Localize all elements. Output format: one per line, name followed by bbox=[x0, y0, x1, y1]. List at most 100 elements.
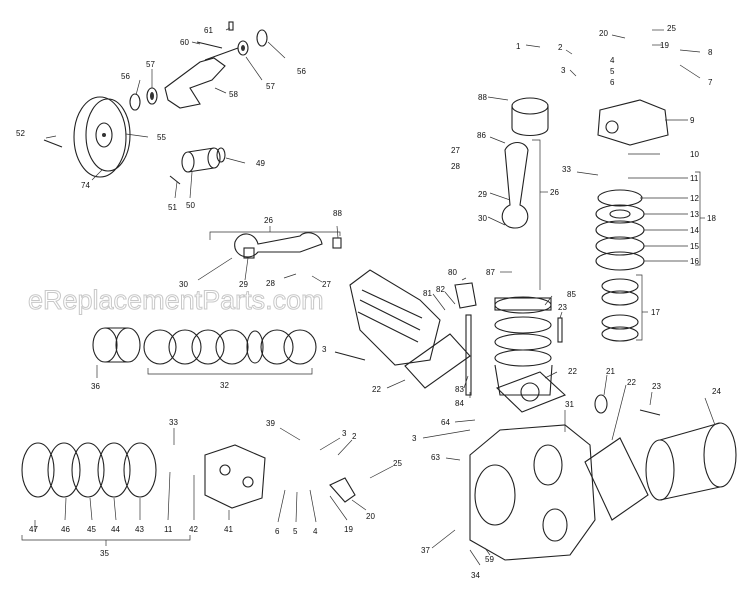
connecting-rod-left bbox=[234, 232, 342, 259]
callout-59: 59 bbox=[485, 555, 494, 564]
callout-87: 87 bbox=[486, 268, 495, 277]
callout-30: 30 bbox=[179, 280, 188, 289]
tube-83 bbox=[465, 314, 472, 396]
screw-51 bbox=[169, 175, 181, 185]
callout-19: 19 bbox=[344, 525, 353, 534]
callout-44: 44 bbox=[111, 525, 120, 534]
callout-25: 25 bbox=[393, 459, 402, 468]
callout-28: 28 bbox=[266, 279, 275, 288]
callout-3: 3 bbox=[342, 429, 347, 438]
callout-8: 8 bbox=[708, 48, 713, 57]
callout-27: 27 bbox=[451, 146, 460, 155]
callout-41: 41 bbox=[224, 525, 233, 534]
callout-21: 21 bbox=[606, 367, 615, 376]
callout-30: 30 bbox=[478, 214, 487, 223]
callout-46: 46 bbox=[61, 525, 70, 534]
pin-61 bbox=[228, 21, 234, 31]
callout-43: 43 bbox=[135, 525, 144, 534]
callout-74: 74 bbox=[81, 181, 90, 190]
callout-11: 11 bbox=[690, 174, 699, 183]
callout-83: 83 bbox=[455, 385, 464, 394]
bearing-56a bbox=[129, 93, 141, 111]
callout-13: 13 bbox=[690, 210, 699, 219]
cylinder-left bbox=[349, 269, 441, 366]
callout-23: 23 bbox=[652, 382, 661, 391]
callout-33: 33 bbox=[562, 165, 571, 174]
callout-58: 58 bbox=[229, 90, 238, 99]
gasket-22b bbox=[495, 371, 567, 413]
callout-34: 34 bbox=[471, 571, 480, 580]
callout-3: 3 bbox=[412, 434, 417, 443]
valve-plate-14 bbox=[595, 220, 645, 240]
callout-80: 80 bbox=[448, 268, 457, 277]
callout-2: 2 bbox=[352, 432, 357, 441]
watermark-text: eReplacementParts.com bbox=[28, 285, 324, 315]
screw-52 bbox=[43, 139, 63, 148]
callout-88: 88 bbox=[478, 93, 487, 102]
callout-39: 39 bbox=[266, 419, 275, 428]
cylinder-85 bbox=[494, 296, 553, 396]
bolt-23a bbox=[557, 317, 563, 343]
rings-17 bbox=[601, 278, 639, 342]
callout-7: 7 bbox=[708, 78, 713, 87]
callout-2: 2 bbox=[558, 43, 563, 52]
callout-33: 33 bbox=[169, 418, 178, 427]
callout-20: 20 bbox=[366, 512, 375, 521]
callout-18: 18 bbox=[707, 214, 716, 223]
piston-36 bbox=[92, 327, 141, 363]
valve-plate-13 bbox=[595, 204, 645, 224]
leader-lines bbox=[21, 27, 716, 566]
plates-bottom-left bbox=[21, 442, 157, 498]
gasket-22c bbox=[584, 437, 649, 521]
callout-56: 56 bbox=[121, 72, 130, 81]
callout-35: 35 bbox=[100, 549, 109, 558]
callout-37: 37 bbox=[421, 546, 430, 555]
stud-3b bbox=[334, 351, 366, 361]
callout-84: 84 bbox=[455, 399, 464, 408]
callout-81: 81 bbox=[423, 289, 432, 298]
bracket-20b bbox=[329, 477, 356, 503]
callout-49: 49 bbox=[256, 159, 265, 168]
callout-10: 10 bbox=[690, 150, 699, 159]
callout-5: 5 bbox=[293, 527, 298, 536]
callout-45: 45 bbox=[87, 525, 96, 534]
callout-22: 22 bbox=[568, 367, 577, 376]
callout-12: 12 bbox=[690, 194, 699, 203]
callout-27: 27 bbox=[322, 280, 331, 289]
callout-28: 28 bbox=[451, 162, 460, 171]
callout-51: 51 bbox=[168, 203, 177, 212]
piston-rings-32 bbox=[143, 329, 317, 365]
callout-61: 61 bbox=[204, 26, 213, 35]
callout-50: 50 bbox=[186, 201, 195, 210]
valve-80 bbox=[454, 282, 477, 309]
cylinder-24 bbox=[645, 422, 737, 501]
bolt-23b bbox=[639, 409, 661, 416]
callout-36: 36 bbox=[91, 382, 100, 391]
callout-3: 3 bbox=[561, 66, 566, 75]
sleeve-50 bbox=[181, 147, 221, 173]
callout-17: 17 bbox=[651, 308, 660, 317]
callout-26: 26 bbox=[550, 188, 559, 197]
callout-82: 82 bbox=[436, 285, 445, 294]
callout-15: 15 bbox=[690, 242, 699, 251]
callout-16: 16 bbox=[690, 257, 699, 266]
crankshaft bbox=[164, 47, 239, 109]
head-41 bbox=[204, 444, 266, 509]
callout-4: 4 bbox=[610, 56, 615, 65]
callout-19: 19 bbox=[660, 41, 669, 50]
washer-49 bbox=[216, 147, 226, 163]
valve-plate-12 bbox=[597, 189, 643, 207]
flywheel bbox=[73, 96, 131, 178]
callout-1: 1 bbox=[516, 42, 521, 51]
head-9 bbox=[597, 99, 669, 146]
callout-14: 14 bbox=[690, 226, 699, 235]
callout-31: 31 bbox=[565, 400, 574, 409]
crankcase-31 bbox=[469, 424, 596, 561]
callout-3: 3 bbox=[322, 345, 327, 354]
callout-25: 25 bbox=[667, 24, 676, 33]
callout-5: 5 bbox=[610, 67, 615, 76]
callout-4: 4 bbox=[313, 527, 318, 536]
callout-29: 29 bbox=[478, 190, 487, 199]
